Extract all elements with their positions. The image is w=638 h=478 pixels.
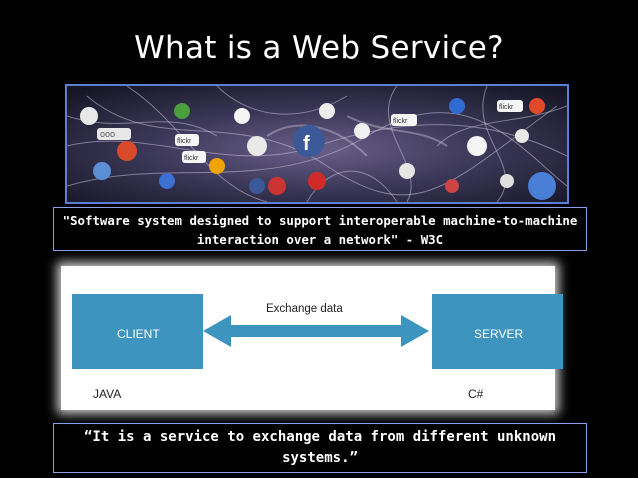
server-box: SERVER bbox=[432, 294, 563, 369]
web-network-banner-image: ooo flickr flickr f flickr flickr bbox=[65, 84, 569, 204]
closing-quote: “It is a service to exchange data from d… bbox=[53, 423, 587, 473]
server-label: SERVER bbox=[474, 327, 524, 341]
client-label: CLIENT bbox=[117, 327, 160, 341]
svg-text:flickr: flickr bbox=[177, 138, 192, 145]
client-box: CLIENT bbox=[72, 294, 203, 369]
w3c-definition-quote: "Software system designed to support int… bbox=[53, 207, 587, 251]
client-language: JAVA bbox=[93, 387, 122, 401]
slide-title: What is a Web Service? bbox=[134, 30, 504, 66]
server-language: C# bbox=[468, 387, 484, 401]
network-illustration: ooo flickr flickr f flickr flickr bbox=[67, 86, 567, 202]
svg-text:flickr: flickr bbox=[393, 118, 408, 125]
svg-text:f: f bbox=[303, 133, 310, 155]
svg-text:flickr: flickr bbox=[184, 155, 199, 162]
svg-text:flickr: flickr bbox=[499, 104, 514, 111]
client-server-diagram: CLIENT SERVER Exchange data JAVA C# bbox=[61, 266, 563, 410]
double-arrow bbox=[203, 315, 429, 347]
exchange-data-label: Exchange data bbox=[266, 303, 343, 315]
svg-text:ooo: ooo bbox=[100, 129, 115, 139]
